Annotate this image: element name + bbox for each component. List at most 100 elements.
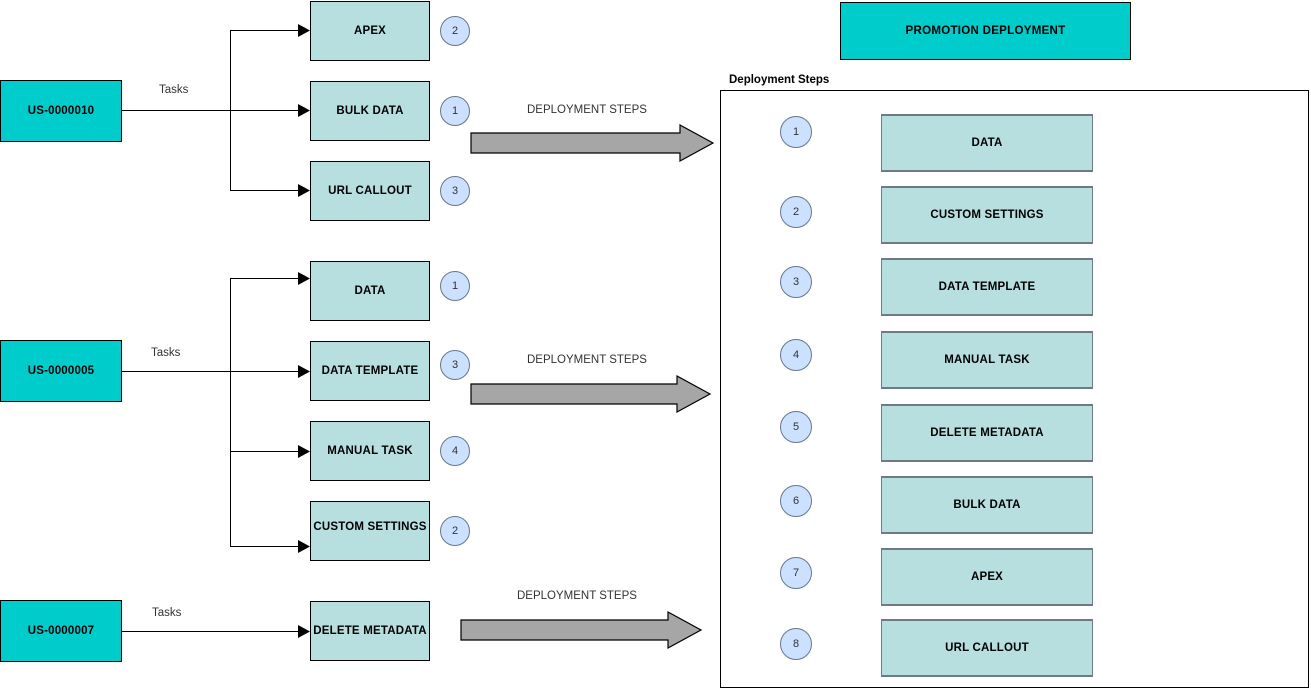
edge-label-tasks-2: Tasks [151,347,181,359]
badge-number: 2 [792,206,800,218]
step-badge-4: 4 [780,339,812,371]
badge-number: 4 [451,445,459,457]
step-box-6[interactable]: BULK DATA [881,476,1093,534]
task-box-delete-metadata[interactable]: DELETE METADATA [310,601,430,661]
arrowhead-2-2 [298,365,310,378]
step-label: APEX [970,571,1004,583]
promotion-deployment-label: PROMOTION DEPLOYMENT [905,25,1066,37]
deployment-steps-arrow-3 [460,611,703,649]
badge-number: 5 [792,421,800,433]
step-badge-1: 1 [780,116,812,148]
user-story-label: US-0000010 [27,105,95,117]
badge-number: 3 [451,359,459,371]
user-story-box-3[interactable]: US-0000007 [0,600,122,662]
step-badge-8: 8 [780,628,812,660]
step-box-4[interactable]: MANUAL TASK [881,331,1093,389]
task-label: CUSTOM SETTINGS [313,521,427,533]
task-order-badge-url-callout: 3 [440,176,470,206]
connector-branch-2-3 [230,451,302,452]
badge-number: 3 [451,185,459,197]
task-order-badge-bulk-data: 1 [440,96,470,126]
task-box-custom-settings[interactable]: CUSTOM SETTINGS [310,501,430,561]
arrowhead-2-4 [298,540,310,553]
task-label: APEX [353,25,387,37]
step-label: DELETE METADATA [930,427,1044,439]
step-badge-3: 3 [780,266,812,298]
task-label: DATA TEMPLATE [321,365,419,377]
step-label: DATA [971,137,1003,149]
step-badge-2: 2 [780,196,812,228]
task-order-badge-custom-settings: 2 [440,516,470,546]
step-box-8[interactable]: URL CALLOUT [881,619,1093,677]
task-order-badge-data: 1 [440,271,470,301]
badge-number: 1 [451,280,459,292]
task-box-url-callout[interactable]: URL CALLOUT [310,161,430,221]
badge-number: 8 [792,638,800,650]
task-box-apex[interactable]: APEX [310,1,430,61]
deployment-steps-caption: Deployment Steps [729,74,830,86]
step-label: CUSTOM SETTINGS [930,209,1044,221]
arrowhead-2-3 [298,445,310,458]
task-box-bulk-data[interactable]: BULK DATA [310,81,430,141]
task-label: DATA [354,285,386,297]
arrowhead-1-3 [298,184,310,197]
task-order-badge-manual-task: 4 [440,436,470,466]
badge-number: 3 [792,276,800,288]
badge-number: 2 [451,525,459,537]
deployment-steps-arrow-1 [470,124,715,162]
arrowhead-2-1 [298,272,310,285]
edge-label-tasks-3: Tasks [152,607,182,619]
step-label: DATA TEMPLATE [938,281,1036,293]
task-label: DELETE METADATA [313,625,427,637]
task-box-manual-task[interactable]: MANUAL TASK [310,421,430,481]
task-box-data-template[interactable]: DATA TEMPLATE [310,341,430,401]
step-label: URL CALLOUT [945,642,1029,654]
connector-branch-1-1 [230,30,302,31]
connector-branch-1-3 [230,190,302,191]
connector-spine-2 [230,278,231,546]
badge-number: 1 [451,105,459,117]
user-story-label: US-0000007 [27,625,95,637]
task-label: URL CALLOUT [328,185,412,197]
promotion-deployment-box[interactable]: PROMOTION DEPLOYMENT [840,2,1131,60]
step-box-1[interactable]: DATA [881,114,1093,172]
user-story-label: US-0000005 [27,365,95,377]
step-badge-7: 7 [780,557,812,589]
badge-number: 2 [451,25,459,37]
task-order-badge-data-template: 3 [440,350,470,380]
arrowhead-1-1 [298,24,310,37]
arrowhead-3-1 [298,625,310,638]
deployment-steps-panel: 1 DATA 2 CUSTOM SETTINGS 3 DATA TEMPLATE… [720,90,1309,688]
flow-arrow-label-2: DEPLOYMENT STEPS [527,354,647,366]
task-box-data[interactable]: DATA [310,261,430,321]
step-label: BULK DATA [953,499,1021,511]
step-box-7[interactable]: APEX [881,548,1093,606]
connector-trunk-3 [122,631,302,632]
edge-label-tasks-1: Tasks [159,84,189,96]
step-box-2[interactable]: CUSTOM SETTINGS [881,186,1093,244]
badge-number: 7 [792,567,800,579]
task-order-badge-apex: 2 [440,16,470,46]
connector-trunk-1 [122,110,230,111]
step-box-5[interactable]: DELETE METADATA [881,404,1093,462]
flow-arrow-label-3: DEPLOYMENT STEPS [517,590,637,602]
connector-trunk-2 [122,371,230,372]
badge-number: 6 [792,495,800,507]
step-badge-5: 5 [780,411,812,443]
connector-branch-2-4 [230,546,302,547]
step-badge-6: 6 [780,485,812,517]
step-box-3[interactable]: DATA TEMPLATE [881,258,1093,316]
user-story-box-1[interactable]: US-0000010 [0,80,122,142]
user-story-box-2[interactable]: US-0000005 [0,340,122,402]
connector-branch-2-2 [230,371,302,372]
badge-number: 4 [792,349,800,361]
task-label: MANUAL TASK [327,445,413,457]
deployment-steps-arrow-2 [470,375,712,413]
flow-arrow-label-1: DEPLOYMENT STEPS [527,104,647,116]
arrowhead-1-2 [298,104,310,117]
task-label: BULK DATA [336,105,404,117]
connector-branch-1-2 [230,110,302,111]
connector-branch-2-1 [230,278,302,279]
step-label: MANUAL TASK [944,354,1030,366]
